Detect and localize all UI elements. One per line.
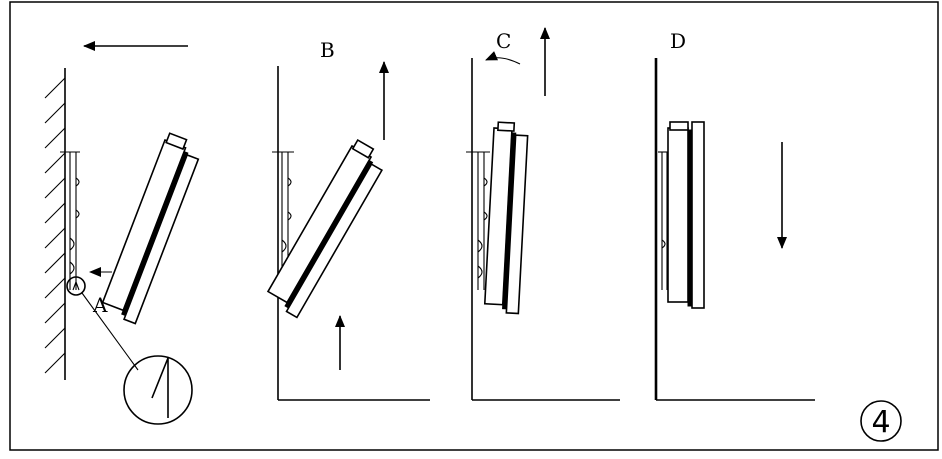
detail-leader-line bbox=[81, 292, 139, 371]
wall-hatching bbox=[44, 77, 66, 374]
stage-c-label: C bbox=[496, 29, 511, 53]
stage-d-bracket bbox=[658, 151, 668, 290]
panel-mounted-d bbox=[667, 121, 705, 309]
stage-c-rotate-arrow bbox=[485, 51, 521, 65]
stage-d-label: D bbox=[670, 29, 686, 53]
panel-tilted-c bbox=[483, 121, 529, 315]
detail-marker-hook bbox=[72, 280, 80, 291]
panel-tilted-a bbox=[101, 132, 200, 325]
diagram-frame bbox=[9, 1, 939, 451]
magnified-detail-circle bbox=[123, 355, 193, 425]
stage-c: C bbox=[466, 27, 620, 401]
magnified-hook bbox=[151, 357, 169, 418]
stage-c-bracket bbox=[466, 151, 490, 290]
stage-b: B bbox=[266, 38, 430, 401]
wall-bracket bbox=[60, 151, 80, 290]
stage-d: D bbox=[654, 29, 815, 401]
stage-b-label: B bbox=[320, 38, 335, 62]
panel-tilted-b bbox=[266, 138, 384, 319]
detail-marker-circle bbox=[66, 276, 86, 296]
step-number-badge: 4 bbox=[860, 400, 902, 442]
stage-a: A bbox=[44, 41, 200, 425]
step-number: 4 bbox=[871, 405, 890, 440]
